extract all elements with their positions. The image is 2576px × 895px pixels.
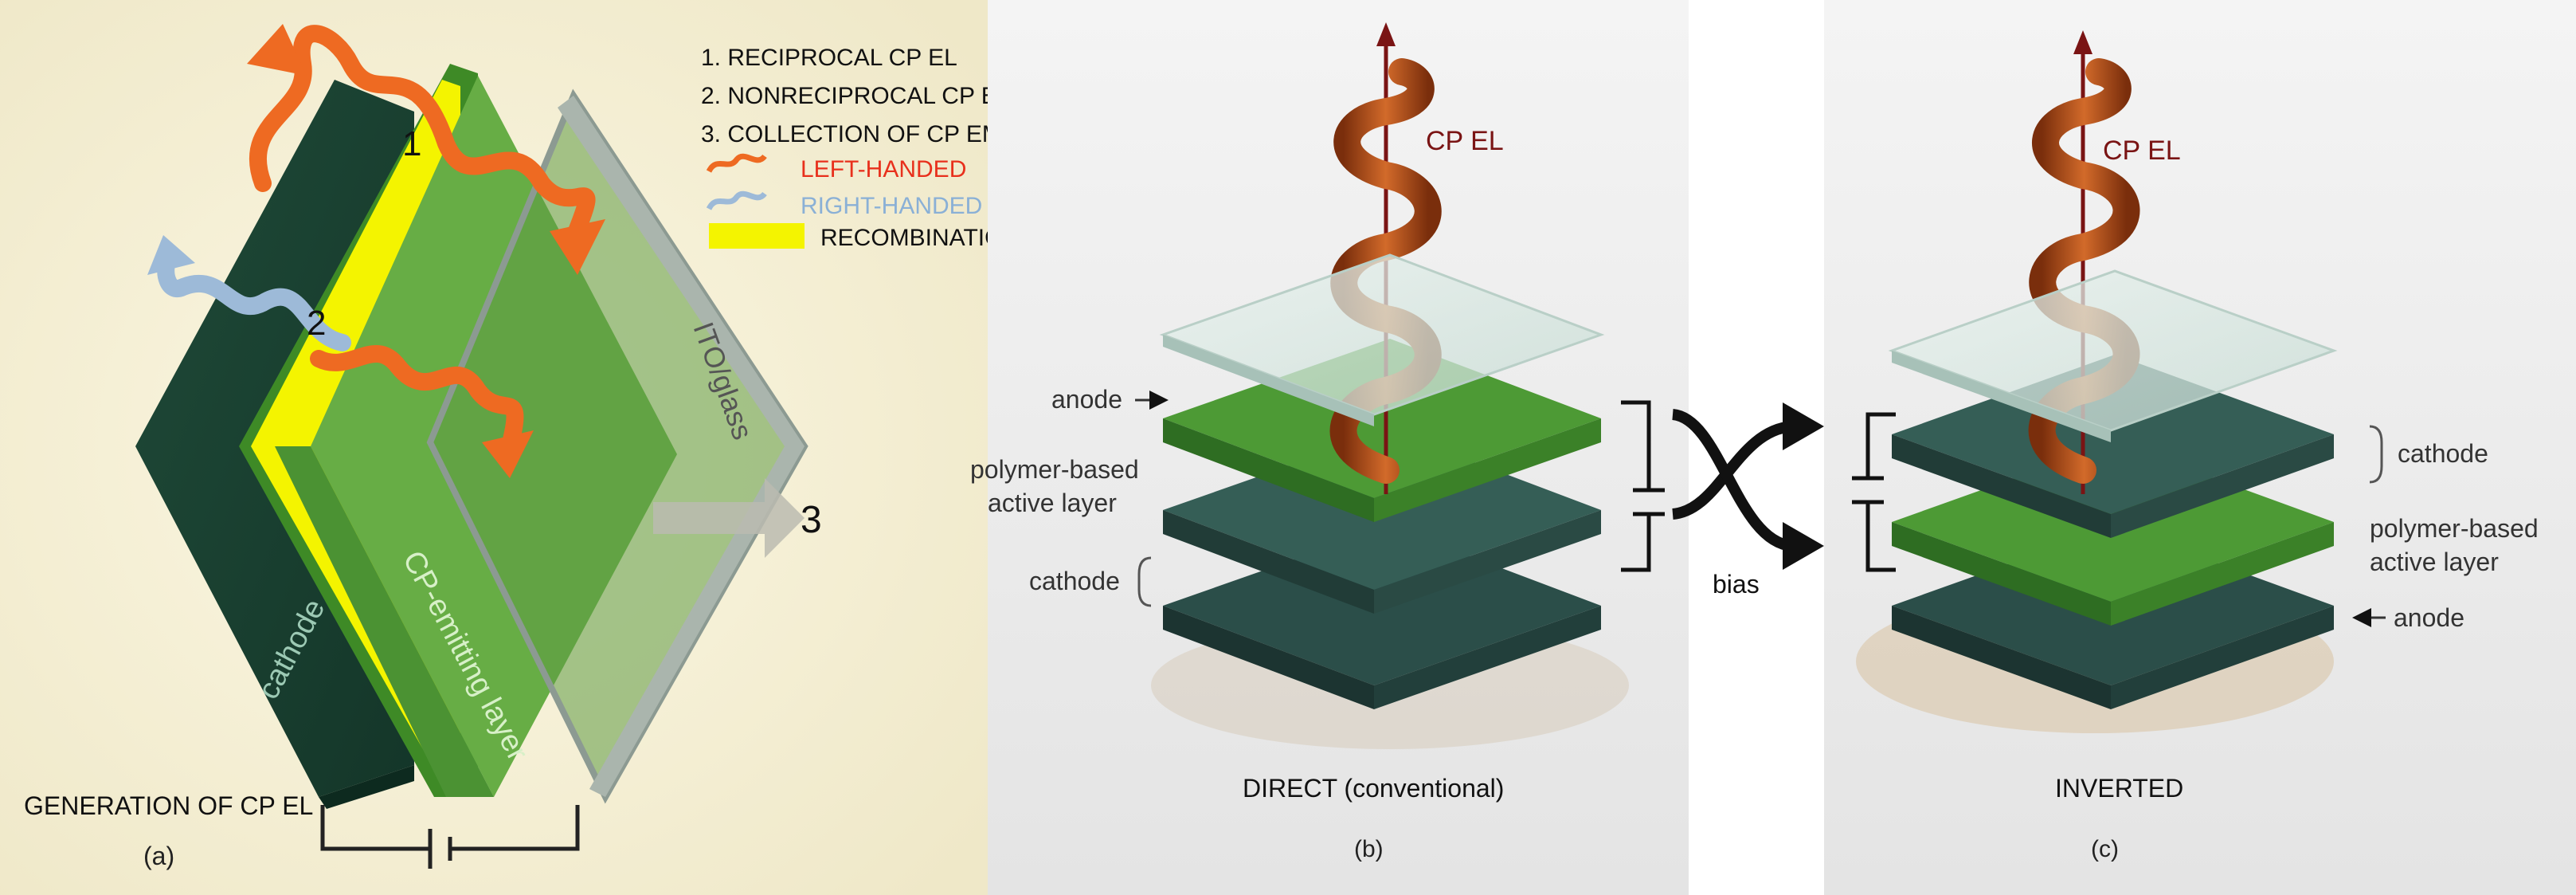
b-anode-label: anode (1051, 385, 1122, 414)
b-caption: (b) (1354, 836, 1384, 862)
b-helix-axis-tip (1376, 22, 1396, 46)
c-circuit-bracket (1852, 412, 1896, 572)
bias-label: bias (1713, 570, 1760, 599)
b-cathode-label: cathode (1029, 567, 1120, 595)
bias-swap: bias (1671, 402, 1824, 599)
cathode-slab-edge (319, 765, 414, 809)
legend-item-2: 2. NONRECIPROCAL CP EL (701, 83, 1010, 109)
legend-item-1: 1. RECIPROCAL CP EL (701, 45, 957, 71)
c-anode-label: anode (2394, 603, 2464, 632)
marker-three: 3 (801, 499, 822, 541)
panel-b: CP EL anode polymer-based active layer c… (970, 0, 1689, 895)
c-caption: (c) (2091, 836, 2119, 862)
c-title: INVERTED (2055, 774, 2183, 803)
legend-recombination-swatch (709, 223, 805, 249)
legend-left-handed-icon (706, 153, 767, 173)
ito-glass-frame (558, 96, 805, 797)
swap-arrow-up (1671, 421, 1793, 520)
right-handed-wave (157, 254, 351, 351)
b-layer-2-side (1163, 418, 1374, 522)
left-handed-arrowhead-1b (550, 219, 605, 275)
b-cathode-brace (1137, 556, 1152, 607)
b-layer-3-side (1163, 510, 1374, 614)
collection-arrow (653, 478, 805, 558)
b-helix-label: CP EL (1426, 126, 1504, 156)
legend-item-left-handed: LEFT-HANDED (801, 156, 966, 183)
left-handed-arrowhead-1a (247, 24, 307, 76)
legend-item-right-handed: RIGHT-HANDED (801, 193, 982, 219)
panel-a-title: GENERATION OF CP EL (24, 791, 313, 820)
b-layer-2-active (1163, 339, 1601, 498)
c-cathode-brace (2369, 425, 2383, 484)
c-layer-1-side (1892, 351, 2111, 442)
left-handed-wave-2 (310, 345, 524, 455)
swap-arrow-up-head (1783, 402, 1824, 450)
b-circuit-bracket (1621, 400, 1665, 572)
b-title: DIRECT (conventional) (1243, 774, 1504, 803)
cp-emitting-layer-side (275, 446, 494, 797)
left-handed-wave-1 (249, 25, 596, 248)
c-layer-2-cathode (1892, 355, 2334, 514)
b-layer-2-side2 (1374, 418, 1601, 522)
c-active-label-2: active layer (2370, 548, 2499, 576)
panel-a: cathode CP-emitting layer ITO/glass 3 1 … (0, 0, 1094, 895)
left-handed-arrowhead-2 (482, 430, 534, 478)
c-layer-2-side2 (2111, 434, 2334, 538)
c-layer-4-side2 (2111, 606, 2334, 709)
b-layer-4-side (1163, 606, 1374, 709)
c-layer-3-side2 (2111, 522, 2334, 626)
c-layer-2-side (1892, 434, 2111, 538)
panel-a-circuit (320, 805, 580, 869)
c-cathode-label: cathode (2398, 439, 2488, 468)
legend-right-handed-icon (706, 190, 767, 210)
b-active-label-1: polymer-based (970, 455, 1139, 484)
b-layer-3-side2 (1374, 510, 1601, 614)
c-helix-label: CP EL (2103, 135, 2181, 166)
b-layer-1-side (1163, 335, 1374, 426)
swap-arrow-down-head (1783, 522, 1824, 570)
panel-a-caption: (a) (143, 842, 174, 870)
b-active-label-2: active layer (988, 489, 1117, 517)
panel-c: CP EL cathode polymer-based active layer… (1824, 0, 2576, 895)
c-layer-3-side (1892, 522, 2111, 626)
marker-one: 1 (402, 124, 421, 163)
c-helix-axis-tip (2073, 30, 2093, 54)
swap-arrow-down (1671, 409, 1794, 552)
c-active-label-1: polymer-based (2370, 514, 2539, 543)
right-handed-arrowhead (147, 235, 195, 275)
c-layer-4-side (1892, 606, 2111, 709)
marker-two: 2 (307, 304, 326, 343)
b-layer-4-side2 (1374, 606, 1601, 709)
